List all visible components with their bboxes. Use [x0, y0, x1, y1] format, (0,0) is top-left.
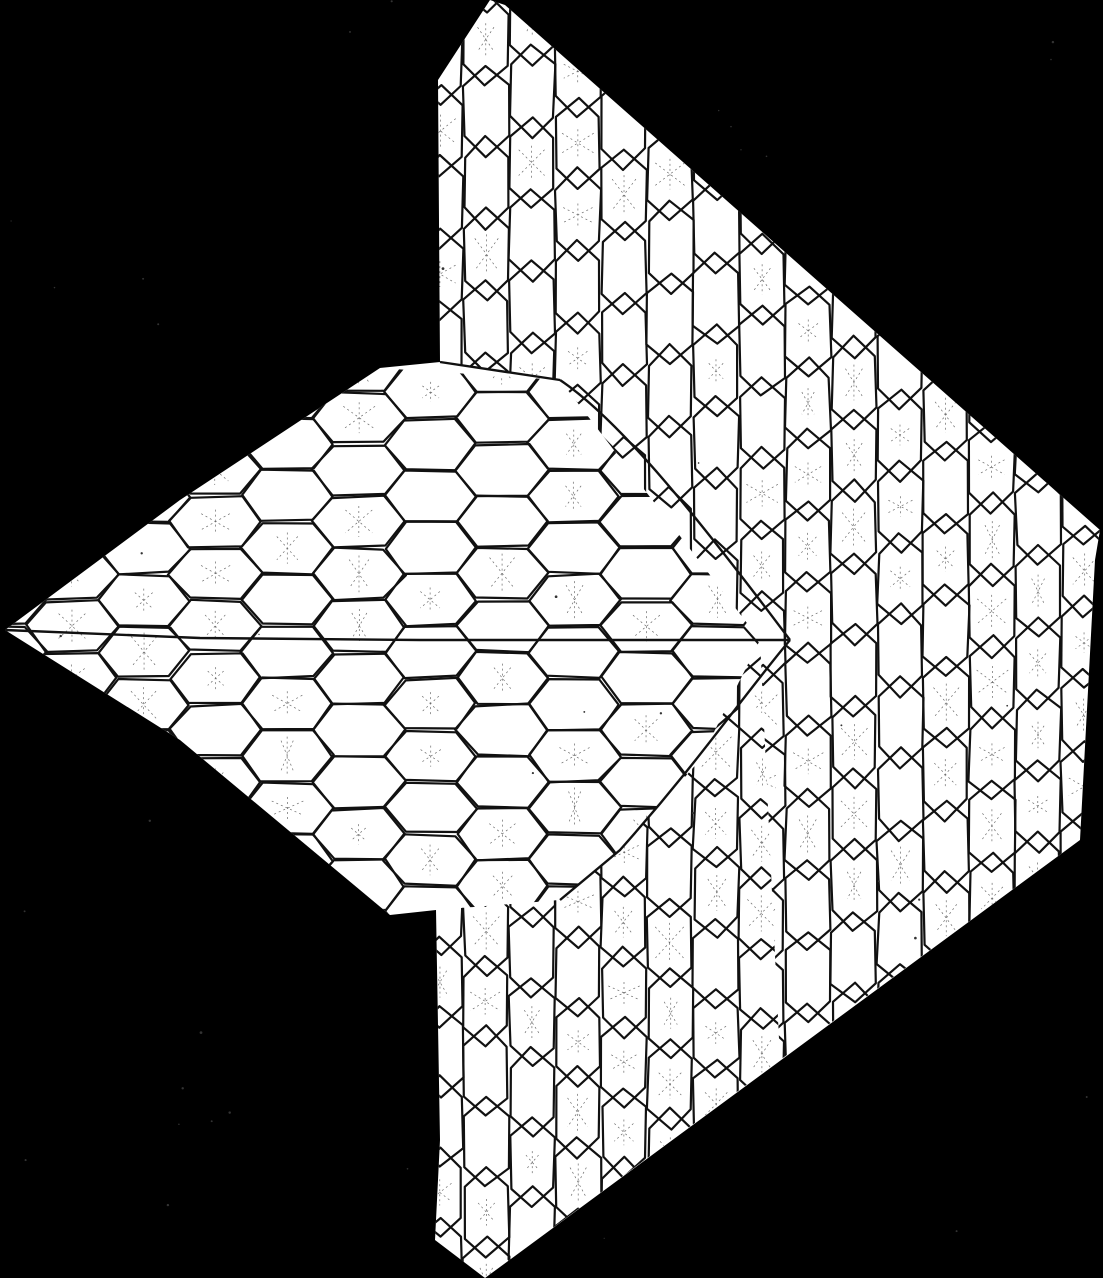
print-speck: [555, 595, 558, 598]
print-speck: [142, 278, 144, 280]
print-speck: [583, 711, 585, 713]
print-speck: [178, 1124, 180, 1126]
print-speck: [1052, 41, 1054, 43]
print-speck: [181, 1087, 183, 1089]
print-speck: [167, 1204, 169, 1206]
print-speck: [10, 220, 11, 221]
print-speck: [1086, 1096, 1088, 1098]
print-speck: [228, 1111, 230, 1113]
print-speck: [878, 880, 880, 882]
print-speck: [1006, 705, 1008, 707]
print-speck: [1050, 59, 1052, 61]
print-speck: [918, 899, 920, 901]
print-speck: [211, 1120, 213, 1122]
print-speck: [840, 724, 842, 726]
print-speck: [258, 634, 259, 635]
print-speck: [740, 149, 741, 150]
print-speck: [730, 126, 732, 128]
print-speck: [157, 323, 159, 325]
print-speck: [532, 772, 534, 774]
print-speck: [200, 1031, 203, 1034]
print-speck: [349, 31, 351, 33]
print-speck: [604, 1238, 605, 1239]
print-speck: [718, 110, 719, 111]
print-speck: [54, 287, 55, 288]
print-speck: [391, 0, 393, 2]
print-speck: [25, 1159, 27, 1161]
print-speck: [660, 712, 662, 714]
print-speck: [956, 1230, 958, 1232]
print-speck: [442, 267, 445, 270]
print-speck: [766, 155, 768, 157]
print-speck: [24, 910, 26, 912]
print-speck: [141, 552, 143, 554]
print-speck: [59, 635, 61, 637]
print-speck: [407, 1168, 409, 1170]
print-speck: [914, 937, 917, 940]
print-speck: [698, 462, 700, 464]
print-speck: [149, 820, 151, 822]
print-speck: [692, 812, 694, 814]
